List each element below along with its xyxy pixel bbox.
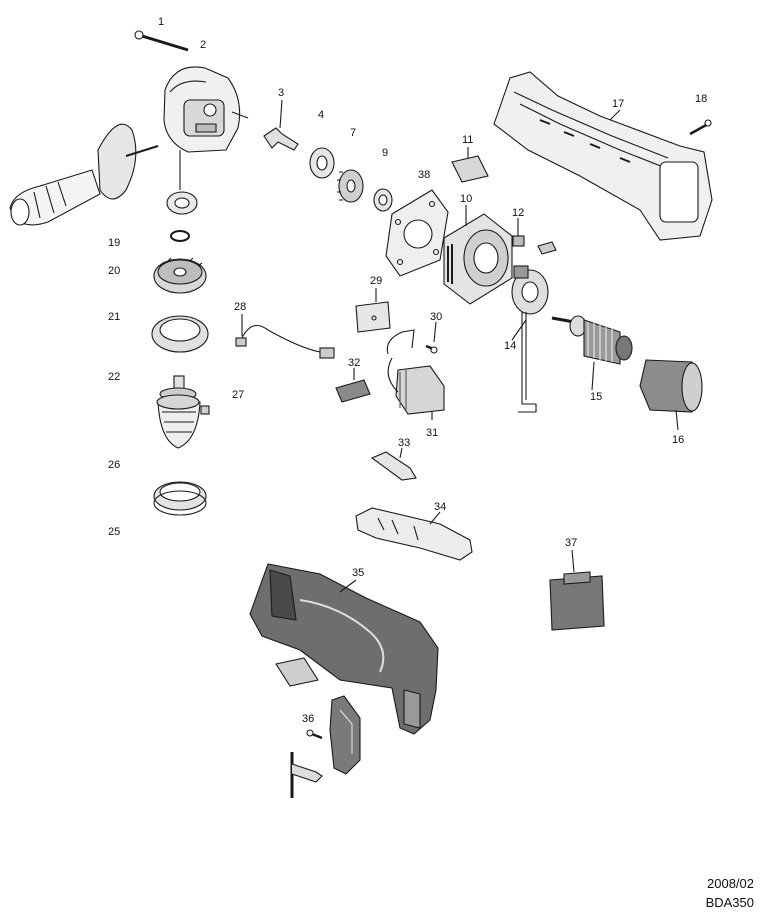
part-12-brush-icon: [512, 218, 557, 255]
part-label-26: 26: [108, 459, 120, 471]
part-31-switch-icon: [386, 329, 445, 420]
part-32-switch-lever-icon: [335, 368, 371, 403]
part-label-14: 14: [504, 340, 516, 352]
part-label-19: 19: [108, 237, 120, 249]
part-label-33: 33: [398, 437, 410, 449]
part-22-oil-seal-icon: [151, 315, 209, 353]
part-21-bevel-gear-icon: [153, 257, 207, 294]
part-label-37: 37: [565, 537, 577, 549]
part-4-ball-bearing-icon: [309, 147, 335, 179]
part-27-small-block-icon: [200, 405, 210, 415]
part-17-housing-half-icon: [493, 71, 713, 241]
part-14-brush-holder-icon: [511, 265, 549, 413]
side-handle-icon: [9, 123, 159, 226]
part-36-hook-icon: [306, 695, 361, 775]
part-1-screw-icon: [134, 30, 189, 52]
part-label-25: 25: [108, 526, 120, 538]
part-3-spindle-icon: [263, 99, 299, 151]
part-37-terminal-icon: [549, 549, 605, 631]
part-sheet-icon: [275, 657, 319, 687]
part-label-4: 4: [318, 109, 324, 121]
part-33-lever-icon: [370, 447, 417, 481]
part-label-28: 28: [234, 301, 246, 313]
part-label-31: 31: [426, 427, 438, 439]
part-38-gasket-icon: [385, 189, 449, 277]
part-10-fan-baffle-icon: [443, 205, 513, 305]
part-20-retaining-ring-icon: [170, 230, 190, 242]
part-label-36: 36: [302, 713, 314, 725]
part-16-field-magnet-icon: [639, 359, 703, 431]
part-35-housing-set-icon: [249, 563, 439, 735]
part-label-17: 17: [612, 98, 624, 110]
part-label-7: 7: [350, 127, 356, 139]
part-29-plate-icon: [355, 288, 391, 333]
part-30-screw-icon: [425, 321, 438, 354]
part-19-ball-bearing-icon: [166, 150, 198, 215]
part-label-35: 35: [352, 567, 364, 579]
part-label-18: 18: [695, 93, 707, 105]
part-9-ball-bearing-icon: [373, 188, 393, 212]
part-label-32: 32: [348, 357, 360, 369]
part-label-1: 1: [158, 16, 164, 28]
part-label-12: 12: [512, 207, 524, 219]
part-label-21: 21: [108, 311, 120, 323]
part-2-gear-housing-icon: [163, 66, 249, 153]
part-7-spur-gear-icon: [337, 169, 364, 203]
part-label-34: 34: [434, 501, 446, 513]
part-label-27: 27: [232, 389, 244, 401]
part-11-label-sheet-icon: [451, 147, 489, 183]
part-label-9: 9: [382, 147, 388, 159]
part-label-22: 22: [108, 371, 120, 383]
part-25-ring-icon: [153, 481, 207, 516]
part-26-drill-chuck-icon: [156, 375, 201, 449]
part-label-16: 16: [672, 434, 684, 446]
part-28-lead-wire-icon: [235, 314, 335, 359]
part-18-tapping-screw-icon: [689, 119, 712, 136]
part-label-20: 20: [108, 265, 120, 277]
part-label-29: 29: [370, 275, 382, 287]
part-label-30: 30: [430, 311, 442, 323]
part-label-10: 10: [460, 193, 472, 205]
part-label-15: 15: [590, 391, 602, 403]
part-label-11: 11: [462, 134, 473, 146]
model-number: BDA350: [705, 895, 754, 910]
part-label-3: 3: [278, 87, 284, 99]
revision-date: 2008/02: [707, 876, 754, 891]
chuck-key-icon: [290, 752, 323, 798]
part-label-2: 2: [200, 39, 206, 51]
part-label-38: 38: [418, 169, 430, 181]
part-34-switch-trigger-icon: [355, 507, 473, 561]
part-15-armature-icon: [551, 315, 633, 391]
